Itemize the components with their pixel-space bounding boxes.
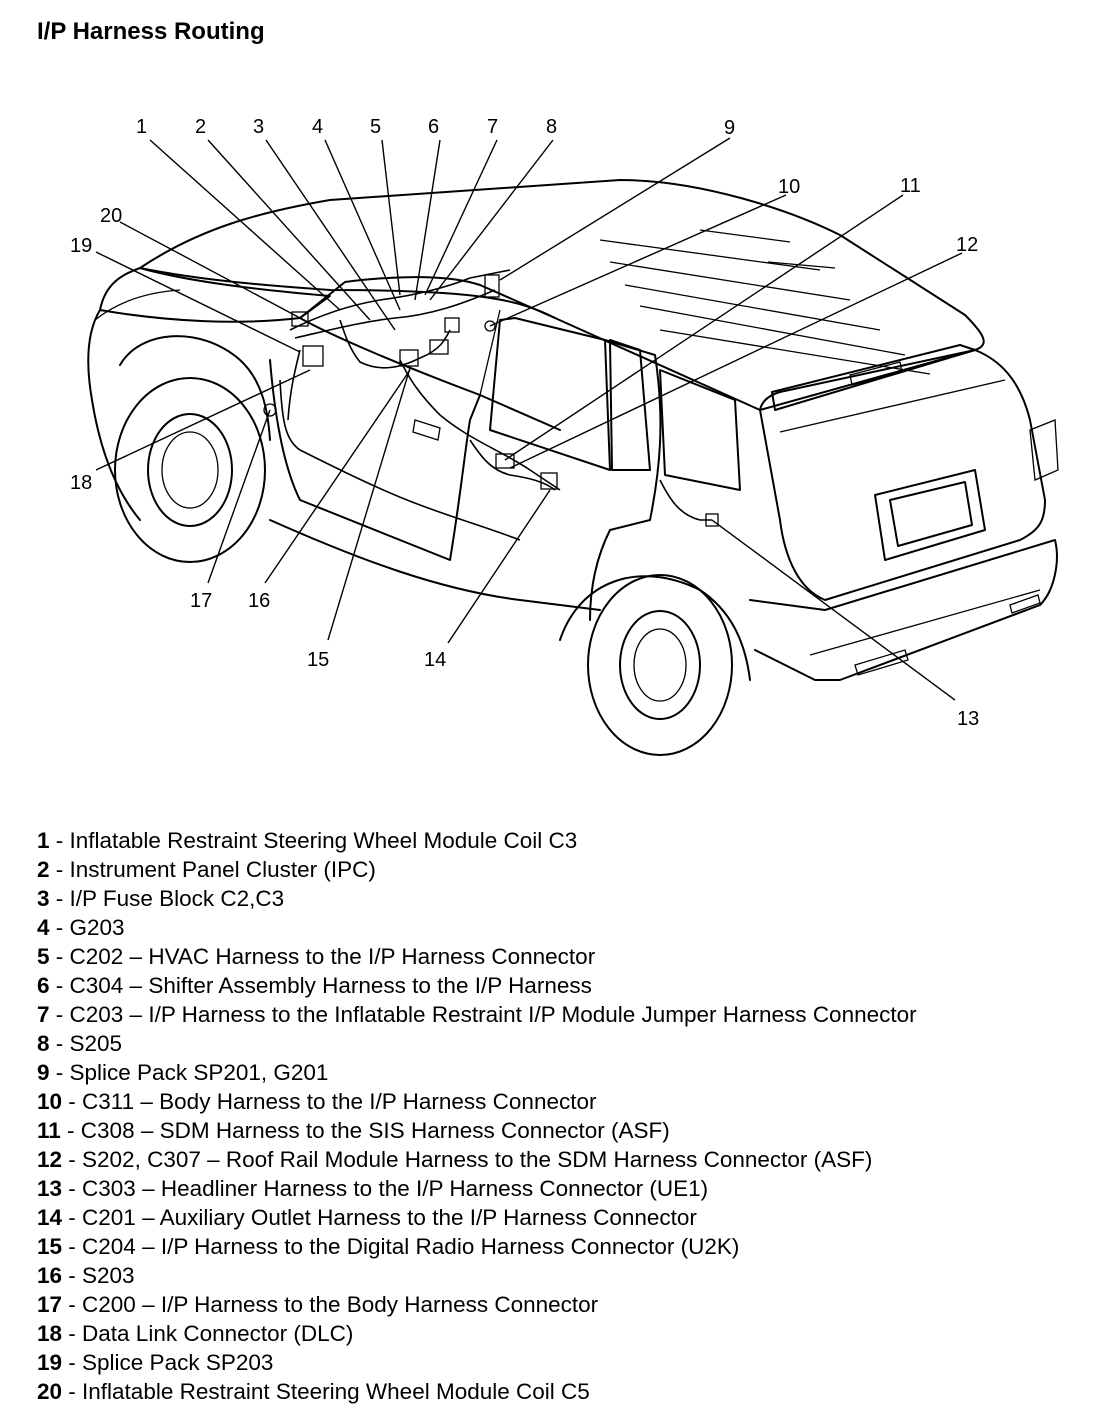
legend-number: 3	[37, 886, 50, 911]
legend-item: 3 - I/P Fuse Block C2,C3	[37, 884, 1097, 913]
ip-harness	[263, 269, 719, 541]
callout-12: 12	[956, 234, 978, 256]
legend-number: 1	[37, 828, 50, 853]
callout-16: 16	[248, 590, 270, 612]
legend-text: - I/P Fuse Block C2,C3	[49, 886, 285, 911]
legend-number: 12	[37, 1147, 63, 1172]
legend-text: - Instrument Panel Cluster (IPC)	[49, 857, 376, 882]
callout-7: 7	[487, 116, 498, 138]
legend-number: 10	[37, 1089, 63, 1114]
legend-text: - C308 – SDM Harness to the SIS Harness …	[60, 1118, 670, 1143]
legend-item: 17 - C200 – I/P Harness to the Body Harn…	[37, 1290, 1097, 1319]
legend-item: 5 - C202 – HVAC Harness to the I/P Harne…	[37, 942, 1097, 971]
legend-number: 13	[37, 1176, 63, 1201]
legend-number: 14	[37, 1205, 63, 1230]
legend-number: 20	[37, 1379, 63, 1404]
callout-13: 13	[957, 708, 979, 730]
legend-item: 2 - Instrument Panel Cluster (IPC)	[37, 855, 1097, 884]
legend-item: 6 - C304 – Shifter Assembly Harness to t…	[37, 971, 1097, 1000]
legend-item: 11 - C308 – SDM Harness to the SIS Harne…	[37, 1116, 1097, 1145]
legend-text: - S202, C307 – Roof Rail Module Harness …	[62, 1147, 873, 1172]
harness-routing-diagram: 1 2 3 4 5 6 7 8 9 10 11 12 13 14 15 16 1…	[70, 116, 1059, 756]
legend-number: 5	[37, 944, 50, 969]
legend-text: - G203	[49, 915, 125, 940]
legend-item: 16 - S203	[37, 1261, 1097, 1290]
legend-text: - S203	[62, 1263, 135, 1288]
legend-number: 6	[37, 973, 50, 998]
callout-8: 8	[546, 116, 557, 138]
legend-text: - C201 – Auxiliary Outlet Harness to the…	[62, 1205, 697, 1230]
page-title: I/P Harness Routing	[37, 18, 265, 45]
callout-18: 18	[70, 472, 92, 494]
callout-1: 1	[136, 116, 147, 138]
callout-11: 11	[900, 175, 921, 197]
legend-text: - Inflatable Restraint Steering Wheel Mo…	[62, 1379, 590, 1404]
callout-15: 15	[307, 649, 329, 671]
component-legend: 1 - Inflatable Restraint Steering Wheel …	[37, 826, 1097, 1406]
legend-item: 15 - C204 – I/P Harness to the Digital R…	[37, 1232, 1097, 1261]
legend-number: 8	[37, 1031, 50, 1056]
legend-number: 18	[37, 1321, 63, 1346]
callout-5: 5	[370, 116, 381, 138]
callout-4: 4	[312, 116, 323, 138]
legend-text: - C200 – I/P Harness to the Body Harness…	[62, 1292, 599, 1317]
legend-item: 10 - C311 – Body Harness to the I/P Harn…	[37, 1087, 1097, 1116]
legend-text: - C202 – HVAC Harness to the I/P Harness…	[49, 944, 596, 969]
legend-item: 18 - Data Link Connector (DLC)	[37, 1319, 1097, 1348]
callout-20: 20	[100, 205, 122, 227]
legend-item: 14 - C201 – Auxiliary Outlet Harness to …	[37, 1203, 1097, 1232]
callout-9: 9	[724, 117, 735, 139]
legend-item: 1 - Inflatable Restraint Steering Wheel …	[37, 826, 1097, 855]
callout-19: 19	[70, 235, 92, 257]
callout-labels: 1 2 3 4 5 6 7 8 9 10 11 12 13 14 15 16 1…	[70, 116, 979, 730]
legend-item: 20 - Inflatable Restraint Steering Wheel…	[37, 1377, 1097, 1406]
legend-text: - Splice Pack SP201, G201	[49, 1060, 329, 1085]
legend-number: 16	[37, 1263, 63, 1288]
legend-number: 7	[37, 1002, 50, 1027]
legend-text: - S205	[49, 1031, 123, 1056]
legend-text: - C304 – Shifter Assembly Harness to the…	[49, 973, 592, 998]
legend-number: 17	[37, 1292, 63, 1317]
legend-number: 2	[37, 857, 50, 882]
callout-14: 14	[424, 649, 446, 671]
legend-number: 11	[37, 1118, 61, 1143]
legend-item: 8 - S205	[37, 1029, 1097, 1058]
legend-item: 12 - S202, C307 – Roof Rail Module Harne…	[37, 1145, 1097, 1174]
legend-number: 4	[37, 915, 50, 940]
leader-lines	[95, 137, 963, 701]
callout-3: 3	[253, 116, 264, 138]
callout-6: 6	[428, 116, 439, 138]
legend-item: 7 - C203 – I/P Harness to the Inflatable…	[37, 1000, 1097, 1029]
legend-text: - C203 – I/P Harness to the Inflatable R…	[49, 1002, 917, 1027]
legend-text: - Data Link Connector (DLC)	[62, 1321, 354, 1346]
legend-item: 9 - Splice Pack SP201, G201	[37, 1058, 1097, 1087]
callout-17: 17	[190, 590, 212, 612]
legend-text: - C204 – I/P Harness to the Digital Radi…	[62, 1234, 740, 1259]
legend-item: 4 - G203	[37, 913, 1097, 942]
legend-item: 19 - Splice Pack SP203	[37, 1348, 1097, 1377]
callout-2: 2	[195, 116, 206, 138]
legend-number: 15	[37, 1234, 63, 1259]
legend-item: 13 - C303 – Headliner Harness to the I/P…	[37, 1174, 1097, 1203]
legend-text: - C303 – Headliner Harness to the I/P Ha…	[62, 1176, 709, 1201]
callout-10: 10	[778, 176, 800, 198]
vehicle-illustration	[87, 179, 1059, 756]
legend-number: 9	[37, 1060, 50, 1085]
legend-text: - Splice Pack SP203	[62, 1350, 274, 1375]
legend-text: - C311 – Body Harness to the I/P Harness…	[62, 1089, 597, 1114]
legend-text: - Inflatable Restraint Steering Wheel Mo…	[49, 828, 578, 853]
legend-number: 19	[37, 1350, 63, 1375]
